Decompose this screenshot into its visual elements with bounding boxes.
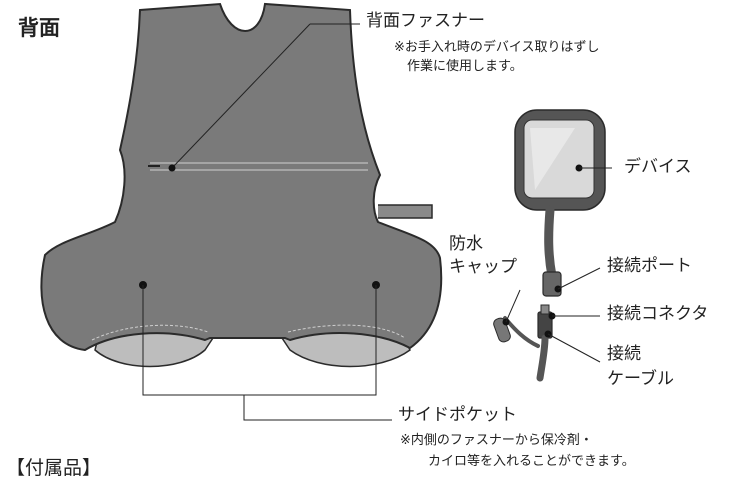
hem-stitch [91,324,406,341]
accessories-heading: 【付属品】 [6,457,102,479]
label-connection-connector: 接続コネクタ [607,304,709,324]
label-connection-cable-1: 接続 [607,344,641,364]
note-back-zipper-2: 作業に使用します。 [407,59,523,74]
label-connection-cable-2: ケーブル [607,369,674,389]
connection-cable [536,334,549,382]
vest-body [40,2,443,352]
device-cable [544,205,557,281]
label-device: デバイス [624,157,692,177]
label-connection-port: 接続ポート [607,256,692,276]
label-side-pocket: サイドポケット [398,405,517,425]
note-side-pocket-2: カイロ等を入れることができます。 [428,454,635,469]
waterproof-cap-strap [503,316,540,348]
leader-connection-port [557,267,601,290]
leader-side-pocket [142,285,392,421]
vest-inner-lining [94,329,411,368]
dot-back-zipper [168,164,176,172]
label-waterproof-cap-1: 防水 [449,234,483,254]
note-back-zipper-1: ※お手入れ時のデバイス取りはずし [394,40,600,55]
leader-waterproof-cap [505,289,521,323]
leader-back-zipper [171,23,311,169]
label-waterproof-cap-2: キャップ [449,257,517,277]
device-mirror-shine [530,128,575,190]
label-back-zipper: 背面ファスナー [366,11,485,31]
leader-connection-cable [547,333,601,363]
note-side-pocket-1: ※内側のファスナーから保冷剤・ [400,433,593,448]
side-strap [378,204,433,219]
page-title: 背面 [18,16,60,40]
connector-plug [540,304,550,315]
